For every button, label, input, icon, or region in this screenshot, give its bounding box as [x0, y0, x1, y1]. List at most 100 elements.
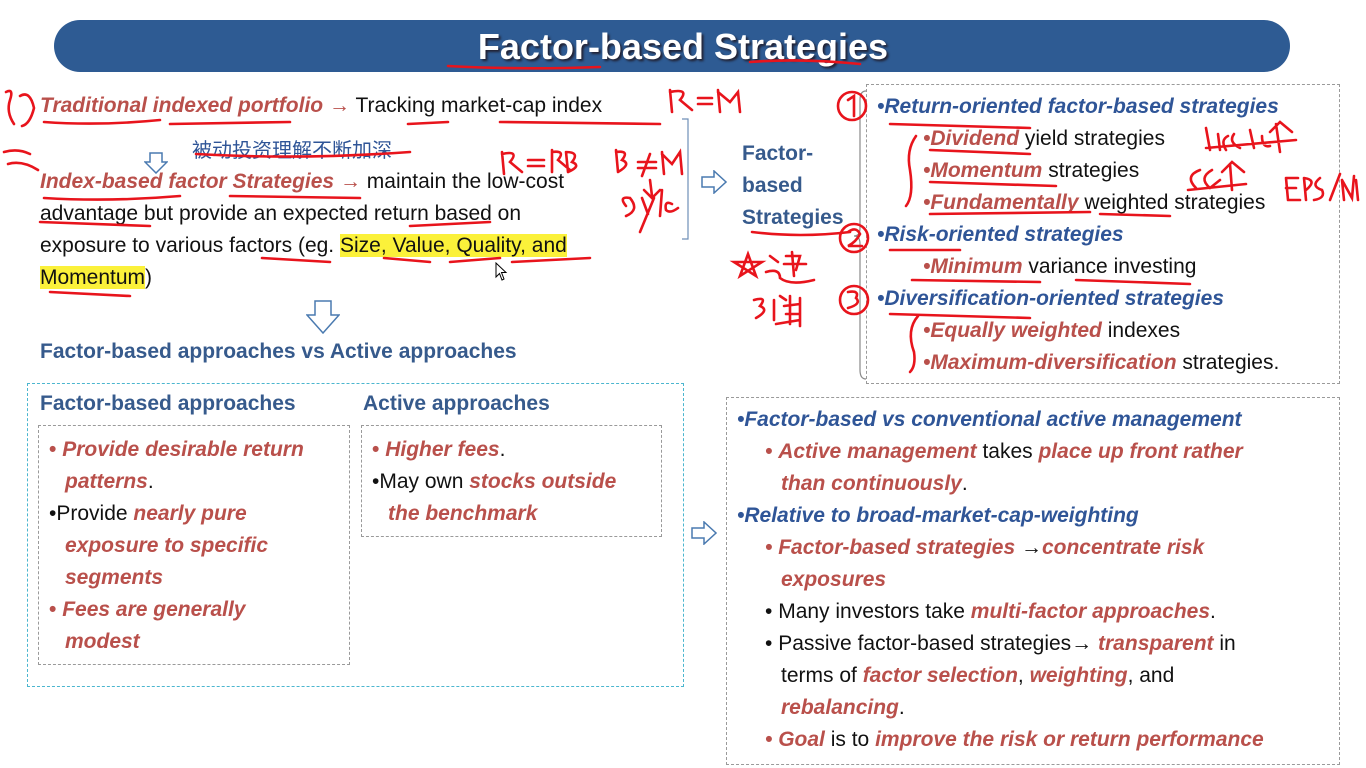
strategy-h1-text: Return-oriented factor-based strategies [884, 95, 1279, 118]
line-momentum: Momentum) [40, 262, 152, 294]
strategies-box: •Return-oriented factor-based strategies… [866, 84, 1340, 384]
equally-rest: indexes [1101, 319, 1181, 342]
factor-bullet-2-cont2: segments [65, 562, 163, 594]
factor-b1-cont: patterns [65, 470, 148, 493]
terms-of: terms of [781, 664, 863, 687]
active-b1: Higher fees [385, 438, 500, 461]
down-arrow-icon [144, 152, 168, 174]
weighting: weighting [1029, 664, 1128, 687]
factor-b2-cont2: segments [65, 566, 164, 589]
strategy-h3-text: Diversification-oriented strategies [884, 287, 1224, 310]
place-up-front: place up front rather [1038, 440, 1243, 463]
traditional-label: Traditional indexed portfolio [40, 94, 324, 117]
momentum: Momentum [930, 159, 1043, 182]
max-diversification: Maximum-diversification [930, 351, 1177, 374]
factor-bullet-3-cont: modest [65, 626, 140, 658]
improve-performance: improve the risk or return performance [875, 728, 1264, 751]
side-label-l3: Strategies [742, 206, 844, 229]
factor-b3-cont: modest [65, 630, 140, 653]
minimum-rest: variance investing [1022, 255, 1197, 278]
factor-selection: factor selection [862, 664, 1018, 687]
note-h2-b2: • Many investors take multi-factor appro… [765, 600, 1216, 623]
note-h2-b3-l2: terms of factor selection, weighting, an… [781, 660, 1174, 692]
period: . [499, 438, 506, 461]
exposures: exposures [781, 568, 887, 591]
highlight-factors: Size, Value, Quality, and [339, 234, 567, 257]
max-div-rest: strategies. [1176, 351, 1280, 374]
passive-factor: Passive factor-based strategies→ [778, 632, 1099, 655]
comparison-heading: Factor-based approaches vs Active approa… [40, 340, 517, 363]
is-to: is to [824, 728, 876, 751]
line-index-based: Index-based factor Strategies → maintain… [40, 166, 564, 198]
active-bullet-2-cont: the benchmark [388, 498, 537, 530]
strategy-h2: •Risk-oriented strategies [877, 223, 1124, 246]
active-bullet-2: •May own stocks outside [372, 470, 617, 493]
factor-b2-cont1: exposure to specific [65, 534, 269, 557]
bracket [682, 118, 689, 240]
right-arrow-icon [691, 521, 717, 545]
transparent: transparent [1098, 632, 1214, 655]
highlight-momentum: Momentum [40, 266, 146, 289]
active-heading: Active approaches [363, 392, 550, 415]
active-b2-pre: May own [379, 470, 470, 493]
strategy-h1-i1: •Dividend yield strategies [923, 127, 1165, 150]
note-h2-text: Relative to broad-market-cap-weighting [744, 504, 1139, 527]
note-h2-b3: • Passive factor-based strategies→ trans… [765, 632, 1236, 655]
strategy-h1: •Return-oriented factor-based strategies [877, 95, 1279, 118]
factor-b2-pre: Provide [56, 502, 134, 525]
strategy-h2-text: Risk-oriented strategies [884, 223, 1124, 246]
comparison-notes-box: •Factor-based vs conventional active man… [726, 397, 1340, 765]
maintain-text: maintain the low-cost [366, 170, 565, 193]
goal: Goal [778, 728, 825, 751]
comma: , [1017, 664, 1030, 687]
factor-bullet-2: •Provide nearly pure [49, 502, 247, 525]
period: . [898, 696, 905, 719]
tracking-text: Tracking market-cap index [355, 94, 603, 117]
arrow-icon: → [328, 94, 350, 117]
dividend-rest: yield strategies [1019, 127, 1165, 150]
active-b2-cont: the benchmark [388, 502, 538, 525]
equally-weighted: Equally weighted [930, 319, 1102, 342]
many-investors: Many investors take [778, 600, 971, 623]
fundamentally-rest: weighted strategies [1078, 191, 1266, 214]
strategy-h3: •Diversification-oriented strategies [877, 287, 1224, 310]
note-h2-b4: • Goal is to improve the risk or return … [765, 728, 1264, 751]
index-based-label: Index-based factor Strategies [40, 170, 335, 193]
title-bar [54, 20, 1290, 72]
in: in [1213, 632, 1236, 655]
factor-strategies: Factor-based strategies [778, 536, 1016, 559]
period: . [147, 470, 154, 493]
concentrate-risk: concentrate risk [1041, 536, 1205, 559]
line-traditional: Traditional indexed portfolio → Tracking… [40, 90, 602, 122]
fundamentally: Fundamentally [930, 191, 1079, 214]
chinese-note: 被动投资理解不断加深 [192, 138, 392, 162]
factor-b1: Provide desirable return [62, 438, 304, 461]
rebalancing: rebalancing [781, 696, 899, 719]
line-advantage: advantage but provide an expected return… [40, 202, 522, 225]
factor-bullet-2-cont1: exposure to specific [65, 530, 268, 562]
paren-close: ) [145, 266, 153, 289]
active-box: • Higher fees. •May own stocks outside t… [361, 425, 662, 537]
side-label-l2: based [742, 174, 803, 197]
and: , and [1127, 664, 1175, 687]
minimum: Minimum [930, 255, 1023, 278]
strategy-h2-i1: •Minimum variance investing [923, 255, 1197, 278]
period: . [1210, 600, 1216, 623]
multi-factor: multi-factor approaches [970, 600, 1211, 623]
factor-bullet-1-cont: patterns. [65, 466, 154, 498]
exposure-text: exposure to various factors (eg. [40, 234, 340, 257]
arrow-icon: → [339, 170, 361, 193]
note-h1: •Factor-based vs conventional active man… [737, 408, 1242, 431]
period: . [961, 472, 968, 495]
note-h2-b1: • Factor-based strategies →concentrate r… [765, 536, 1205, 559]
factor-heading: Factor-based approaches [40, 392, 296, 415]
note-h2: •Relative to broad-market-cap-weighting [737, 504, 1139, 527]
note-h1-b1-cont: than continuously. [781, 468, 968, 500]
side-label-l1: Factor- [742, 142, 814, 165]
right-arrow-icon [701, 170, 727, 194]
active-mgmt: Active management [778, 440, 977, 463]
mouse-cursor-icon [495, 262, 508, 281]
factor-bullet-3: • Fees are generally [49, 598, 246, 621]
strategy-h1-i2: •Momentum strategies [923, 159, 1140, 182]
strategy-h1-i3: •Fundamentally weighted strategies [923, 191, 1266, 214]
